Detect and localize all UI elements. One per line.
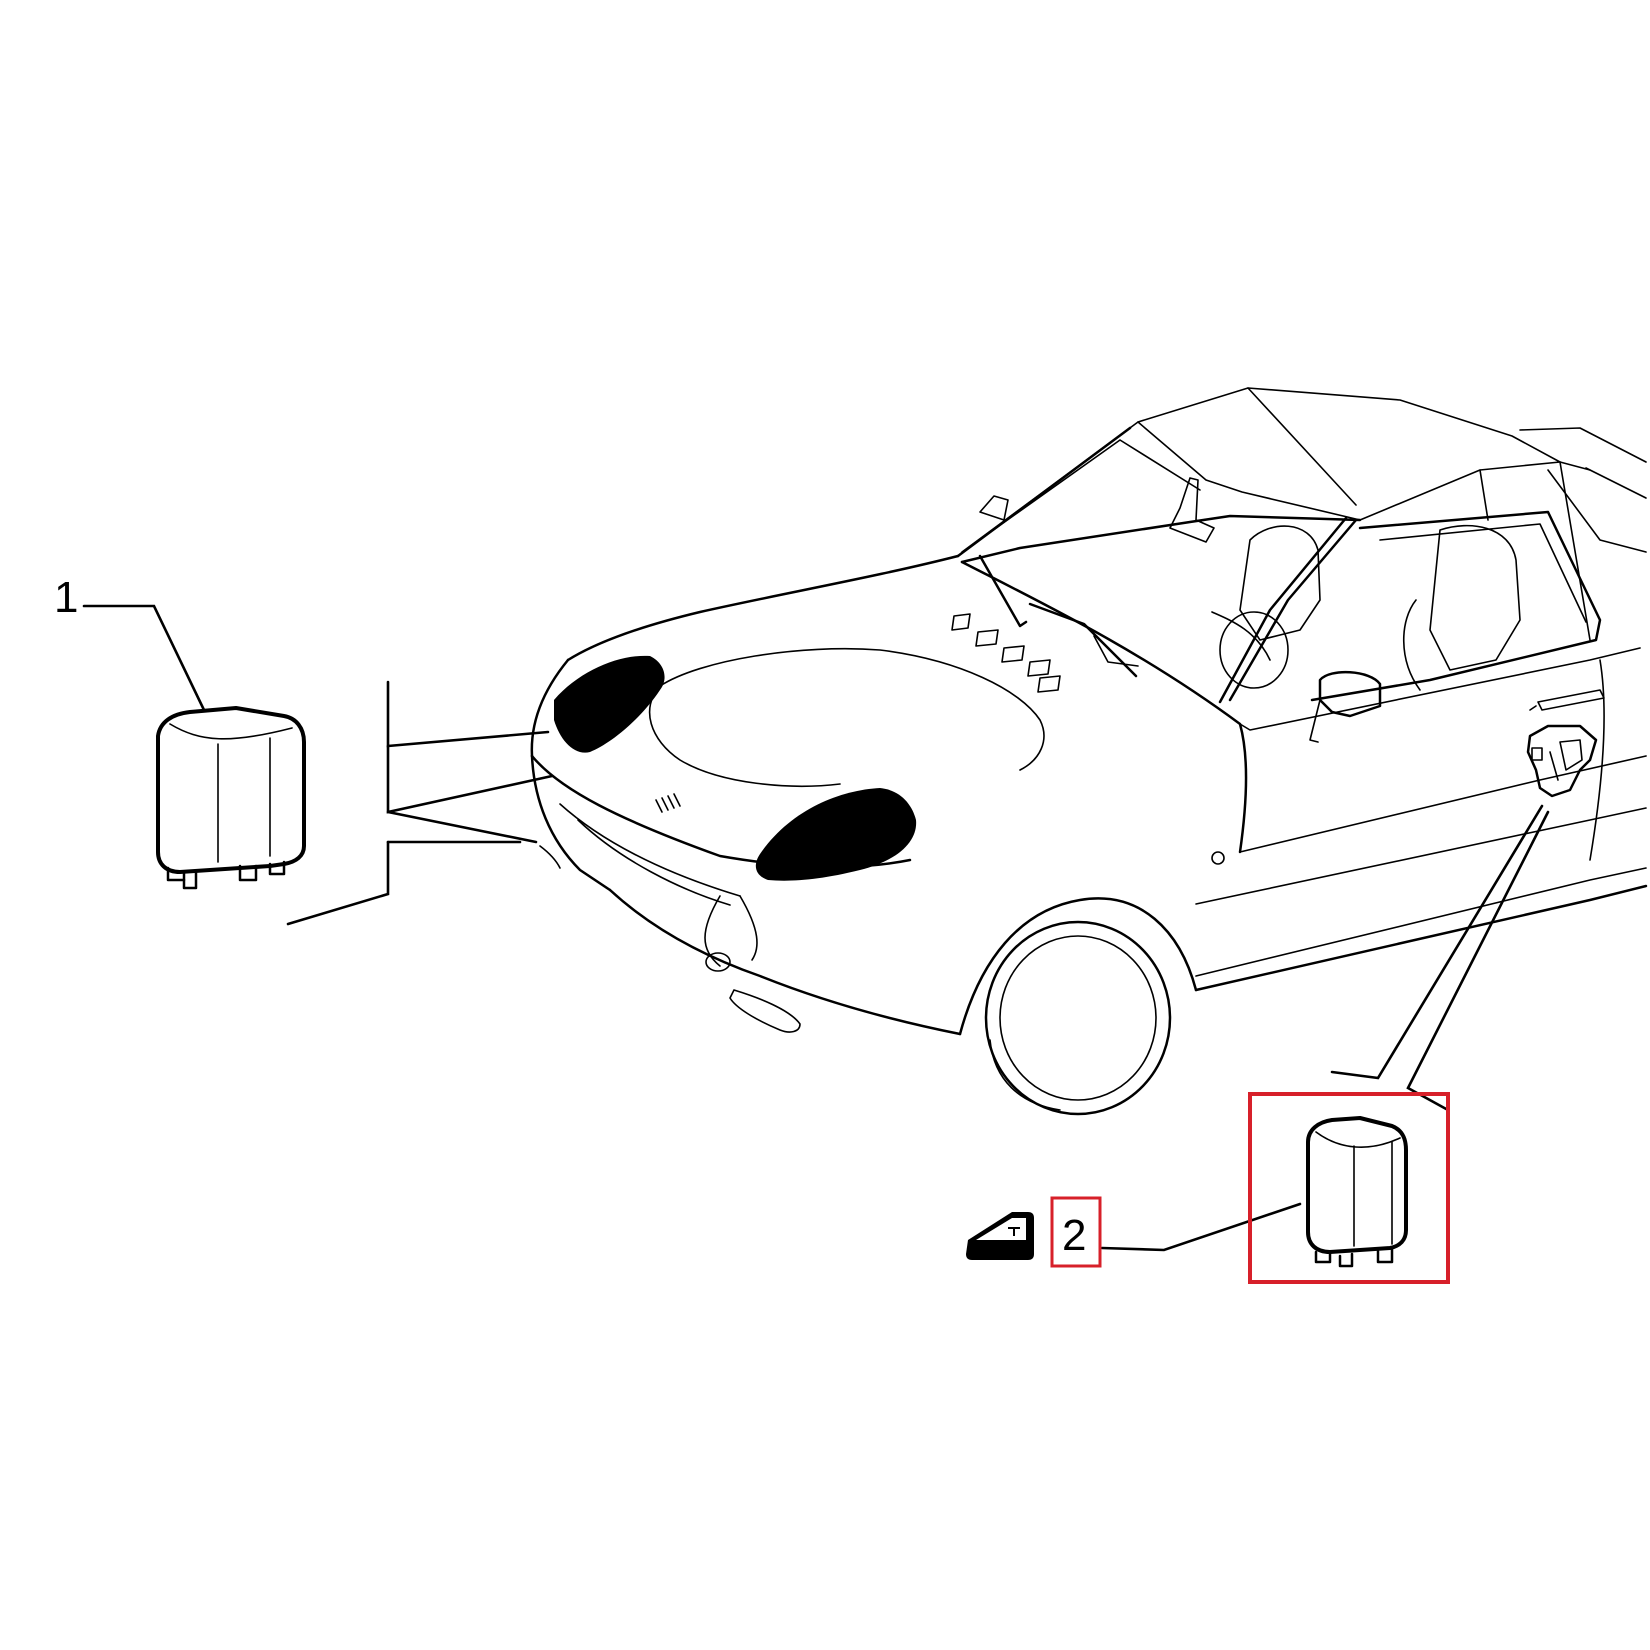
door-icon [966, 1212, 1034, 1260]
leader-lines-part-1 [82, 604, 554, 926]
relay-icon [156, 706, 306, 890]
callout-label-1: 1 [54, 573, 78, 622]
relay-icon-part-2 [1306, 1116, 1408, 1268]
hood-vents [951, 613, 1061, 693]
door-lock-mechanism [1526, 724, 1598, 798]
callout-label-2: 2 [1062, 1211, 1086, 1260]
car-illustration-icon [530, 387, 1648, 1116]
highlight-box-label-2 [1050, 1196, 1102, 1268]
highlight-box-part-2 [1248, 1092, 1450, 1284]
leader-lines-part-2 [1100, 804, 1550, 1252]
front-wheel [984, 920, 1172, 1116]
